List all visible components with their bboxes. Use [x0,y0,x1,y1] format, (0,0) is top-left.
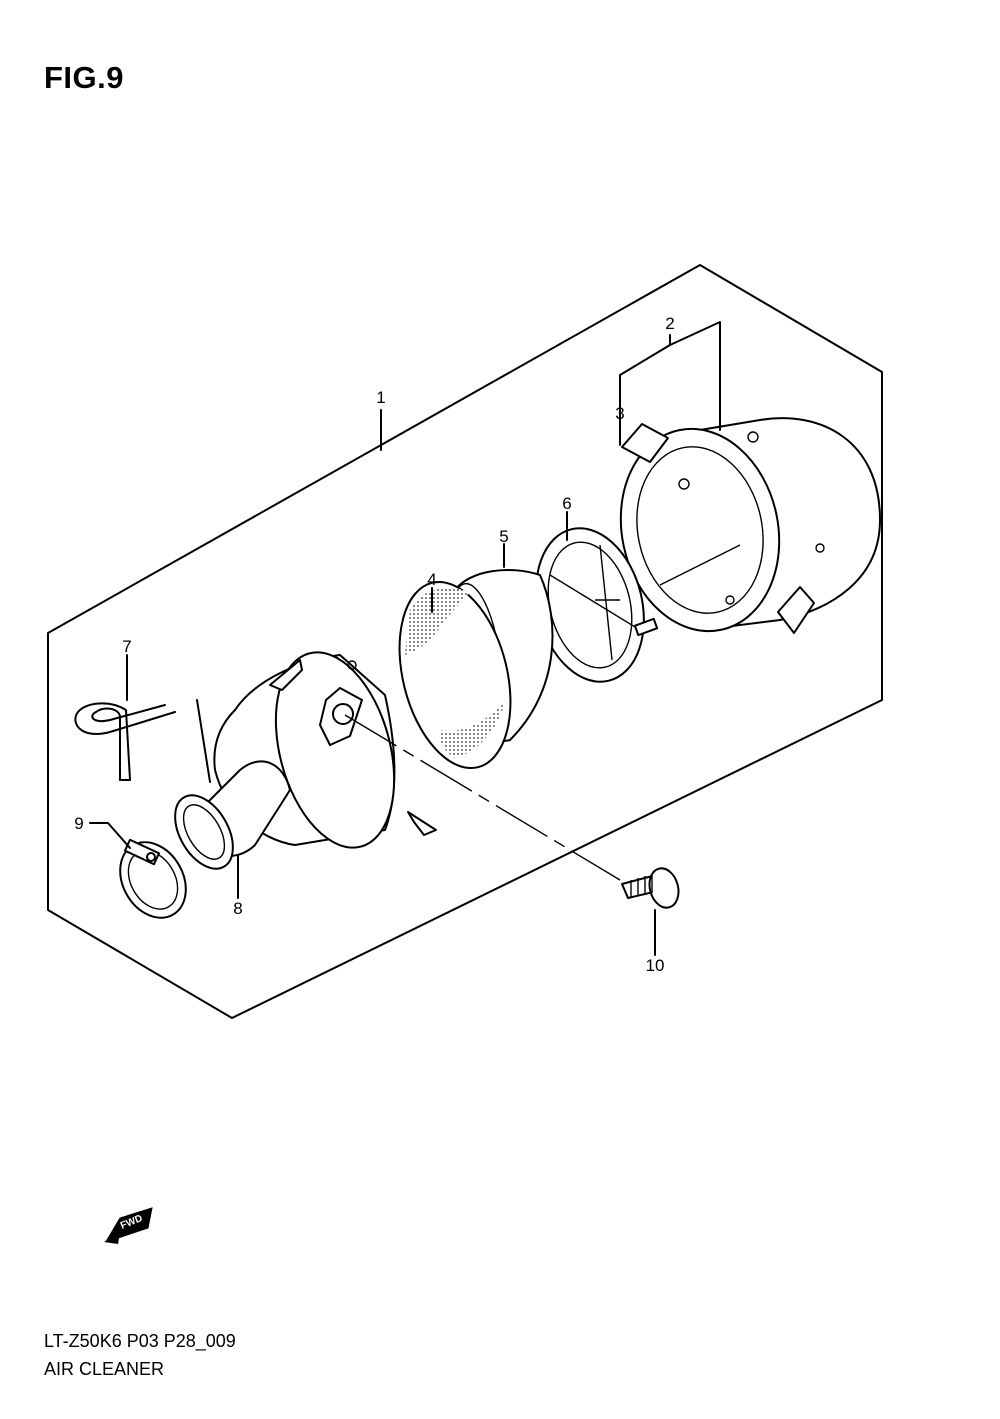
callout-2: 2 [665,314,674,333]
assembly-outline [47,264,883,1019]
part-8-outlet-tube[interactable] [163,760,291,878]
callout-8: 8 [233,899,242,918]
drawing-code: LT-Z50K6 P03 P28_009 [44,1331,236,1351]
part-3-rear-housing[interactable] [602,414,881,646]
screw-axis-line [344,714,621,881]
callout-4: 4 [427,570,436,589]
part-10-screw[interactable] [621,865,683,911]
forward-arrow-icon: FWD [104,1207,153,1244]
part-9-hose-clamp[interactable] [107,830,199,929]
leader-lines [89,321,721,956]
part-6-filter-cage[interactable] [521,517,660,694]
callout-1: 1 [376,388,385,407]
callout-9: 9 [74,814,83,833]
figure-name: AIR CLEANER [44,1359,165,1379]
part-1-air-cleaner-case[interactable] [213,639,437,861]
part-4-mesh-screen[interactable] [382,570,529,780]
callout-10: 10 [646,956,665,975]
figure-title: FIG.9 [44,60,125,95]
part-7-breather-hose[interactable] [74,702,176,781]
callout-5: 5 [499,527,508,546]
callout-3: 3 [615,404,624,423]
callout-6: 6 [562,494,571,513]
callout-7: 7 [122,637,131,656]
